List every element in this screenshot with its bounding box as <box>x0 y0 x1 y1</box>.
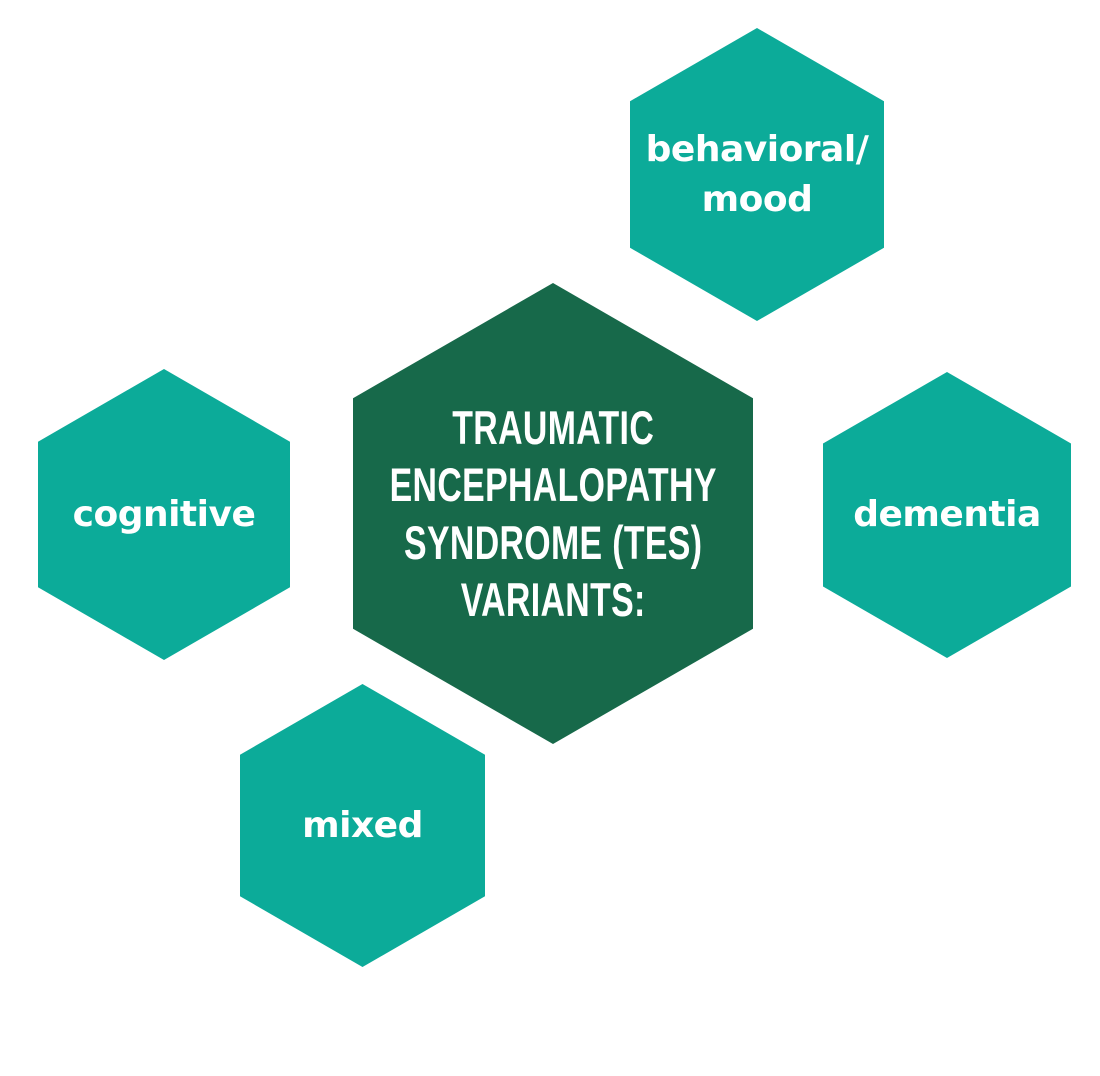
hexagon-behavioral-mood: behavioral/ mood <box>630 28 884 321</box>
center-title-line-2: ENCEPHALOPATHY <box>389 458 717 512</box>
cognitive-label: cognitive <box>72 493 256 535</box>
behavioral-mood-label-line-2: mood <box>701 178 813 220</box>
behavioral-mood-label: behavioral/ mood <box>646 125 869 224</box>
hexagon-cognitive: cognitive <box>38 369 290 660</box>
behavioral-mood-label-line-1: behavioral/ <box>645 128 869 170</box>
hexagon-dementia: dementia <box>823 372 1071 658</box>
hexagon-mixed: mixed <box>240 684 485 967</box>
hexagon-center-title: TRAUMATIC ENCEPHALOPATHY SYNDROME (TES) … <box>353 283 753 744</box>
dementia-label: dementia <box>853 494 1041 536</box>
center-title-line-3: SYNDROME (TES) <box>403 515 703 569</box>
mixed-label: mixed <box>302 804 423 846</box>
center-title-line-1: TRAUMATIC <box>452 400 654 454</box>
center-title-label: TRAUMATIC ENCEPHALOPATHY SYNDROME (TES) … <box>389 399 716 628</box>
center-title-line-4: VARIANTS: <box>460 572 646 626</box>
